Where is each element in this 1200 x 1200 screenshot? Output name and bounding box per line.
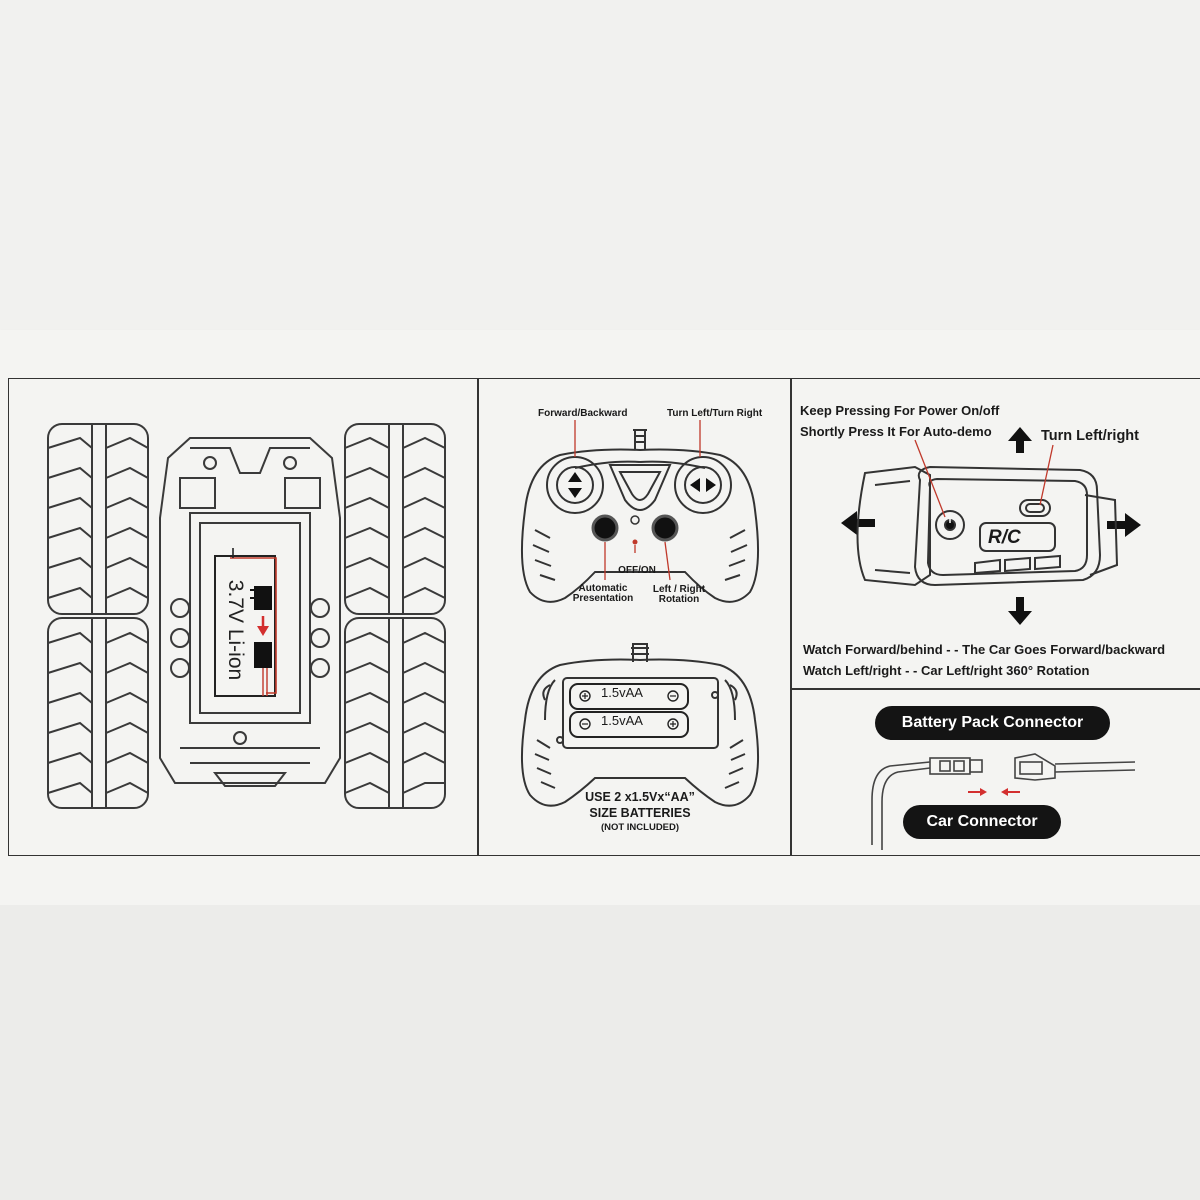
power-instruction-line1: Keep Pressing For Power On/off	[800, 403, 1000, 418]
battery-2-label: 1.5vAA	[601, 713, 643, 728]
wheel-rear-right	[344, 617, 446, 809]
car-diagram	[47, 423, 446, 809]
battery-note: (NOT INCLUDED)	[600, 822, 680, 833]
battery-instruction-line2: SIZE BATTERIES	[589, 806, 691, 820]
battery-1-label: 1.5vAA	[601, 685, 643, 700]
automatic-presentation-label: Automatic Presentation	[572, 583, 634, 604]
down-arrow-icon	[1008, 597, 1032, 625]
forward-backward-label: Forward/Backward	[538, 408, 628, 419]
left-right-rotation-label: Left / Right Rotation	[652, 584, 706, 605]
turn-left-right-watch-label: Turn Left/right	[1041, 428, 1139, 444]
power-instruction-line2: Shortly Press It For Auto-demo	[800, 424, 992, 439]
instruction-frame	[8, 378, 1200, 856]
background-top	[0, 0, 1200, 330]
battery-pack-connector-label: Battery Pack Connector	[875, 706, 1110, 740]
watch-instruction-line1: Watch Forward/behind - - The Car Goes Fo…	[803, 642, 1166, 657]
divider-connector	[790, 688, 1200, 690]
remote-front-diagram	[520, 420, 760, 603]
wheel-front-left	[47, 423, 149, 615]
off-on-label: OFF/ON	[618, 565, 656, 576]
rc-logo: R/C	[988, 527, 1021, 548]
watch-diagram	[841, 427, 1141, 625]
right-arrow-icon	[1107, 513, 1141, 537]
up-arrow-icon	[1008, 427, 1032, 453]
turn-left-right-label: Turn Left/Turn Right	[667, 408, 763, 419]
divider-right	[790, 378, 792, 856]
watch-instruction-line2: Watch Left/right - - Car Left/right 360°…	[803, 663, 1090, 678]
wheel-rear-left	[47, 617, 149, 809]
car-connector-label: Car Connector	[903, 805, 1061, 839]
background-bottom	[0, 905, 1200, 1200]
connector-diagram	[871, 753, 1136, 850]
battery-label: 3.7V Li-ion	[224, 579, 247, 681]
remote-back-diagram	[521, 643, 759, 807]
battery-instruction-line1: USE 2 x1.5Vx“AA”	[585, 790, 695, 804]
divider-left	[477, 378, 479, 856]
wheel-front-right	[344, 423, 446, 615]
